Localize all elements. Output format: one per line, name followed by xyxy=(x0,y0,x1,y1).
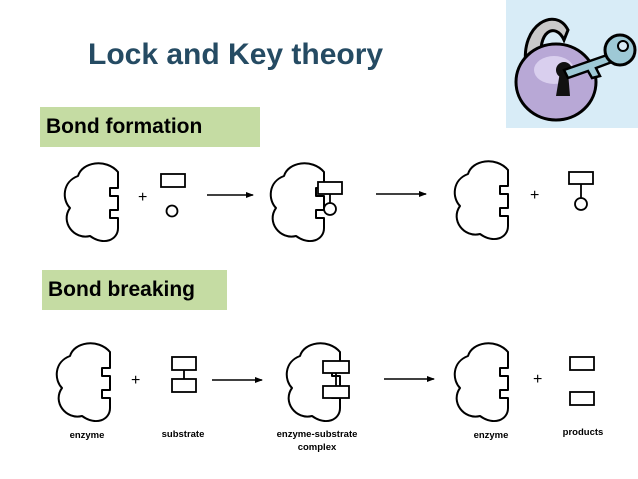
section-label-bond-formation: Bond formation xyxy=(40,107,260,147)
caption-complex-line2: complex xyxy=(298,442,337,453)
keyhole-slot xyxy=(556,72,570,96)
caption-enzyme-product: enzyme xyxy=(474,430,509,441)
substrate-bar xyxy=(160,173,186,188)
enzyme-breaking-2 xyxy=(285,342,341,423)
caption-substrate: substrate xyxy=(162,429,205,440)
product-bar-1 xyxy=(569,356,595,371)
padlock-with-key-icon xyxy=(506,0,638,128)
plus-sign: + xyxy=(131,372,140,389)
complex-substrate-top xyxy=(322,360,350,374)
enzyme-breaking-3 xyxy=(453,342,509,423)
bound-substrate-bar xyxy=(317,181,343,195)
substrate-bar-top xyxy=(171,356,197,371)
plus-sign: + xyxy=(530,187,539,204)
plus-sign: + xyxy=(138,189,147,206)
enzyme-formation-2 xyxy=(269,162,325,243)
bound-substrate-circle xyxy=(323,202,337,216)
caption-products: products xyxy=(563,427,604,438)
section-label-bond-breaking: Bond breaking xyxy=(42,270,227,310)
plus-sign: + xyxy=(533,371,542,388)
substrate-circle xyxy=(165,204,179,218)
enzyme-breaking-1 xyxy=(55,342,111,423)
caption-complex-line1: enzyme-substrate xyxy=(277,429,358,440)
key-icon xyxy=(562,33,637,80)
complex-substrate-bottom xyxy=(322,385,350,399)
slide-title: Lock and Key theory xyxy=(88,38,384,71)
product-bar xyxy=(568,171,594,185)
substrate-bar-bottom xyxy=(171,378,197,393)
product-circle xyxy=(574,197,588,211)
product-bar-2 xyxy=(569,391,595,406)
enzyme-formation-3 xyxy=(453,160,509,241)
enzyme-formation-1 xyxy=(63,162,119,243)
caption-enzyme: enzyme xyxy=(70,430,105,441)
